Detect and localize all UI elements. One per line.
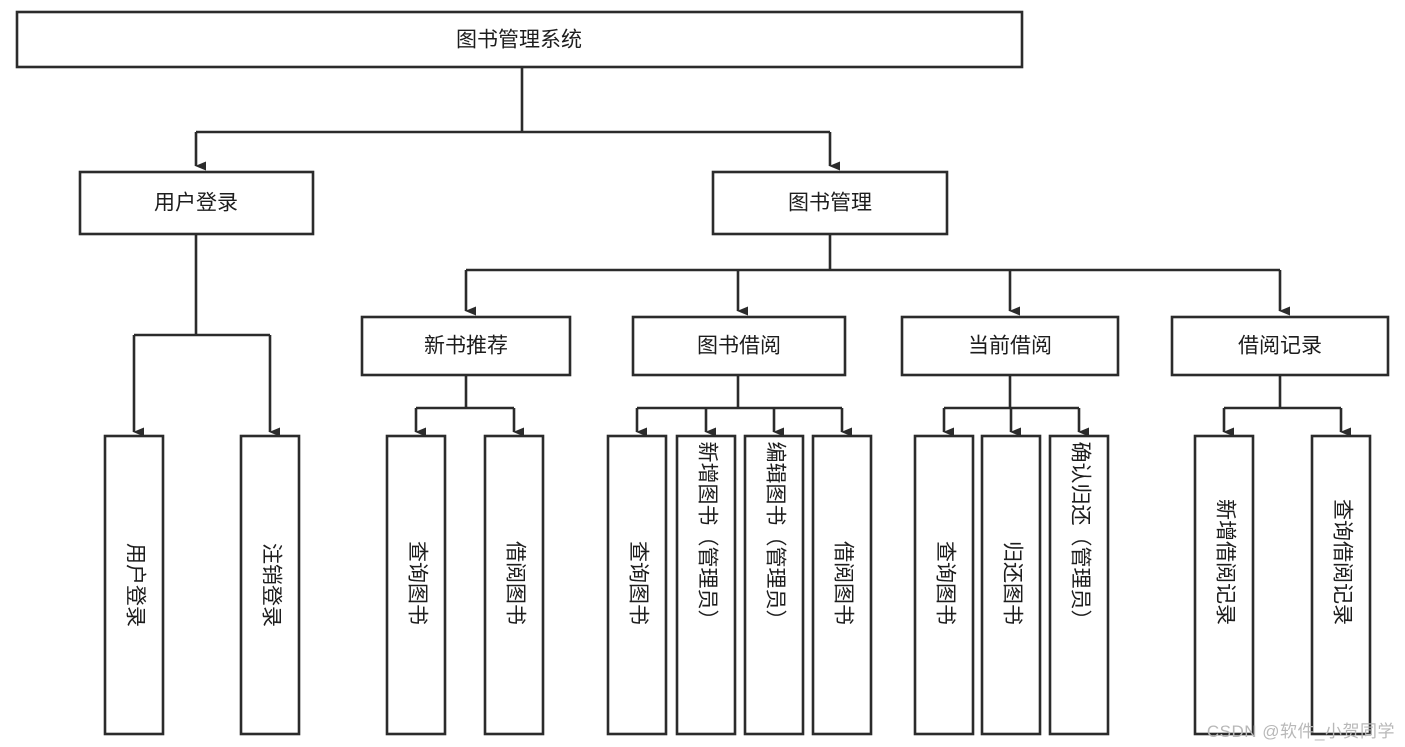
node-leaf-query-record[interactable]: 查询借阅记录: [1310, 434, 1372, 736]
node-current-borrow[interactable]: 当前借阅: [900, 315, 1120, 377]
node-leaf-add-record-label: 新增借阅记录: [1213, 499, 1236, 625]
node-leaf-user-logout-label: 注销登录: [259, 543, 282, 627]
node-leaf-confirm-return[interactable]: 确认归还（管理员）: [1048, 434, 1110, 736]
node-book-manage[interactable]: 图书管理: [711, 170, 949, 236]
node-root-box[interactable]: [15, 10, 1024, 69]
node-user-login[interactable]: 用户登录: [78, 170, 315, 236]
node-current-borrow-box[interactable]: [900, 315, 1120, 377]
node-leaf-edit-book-label: 编辑图书（管理员）: [763, 442, 786, 631]
node-leaf-query-book-3-label: 查询图书: [933, 541, 956, 625]
node-book-manage-box[interactable]: [711, 170, 949, 236]
node-leaf-add-record[interactable]: 新增借阅记录: [1193, 434, 1255, 736]
node-user-login-box[interactable]: [78, 170, 315, 236]
node-leaf-borrow-book-2-label: 借阅图书: [831, 541, 854, 625]
node-leaf-confirm-return-box[interactable]: [1048, 434, 1110, 736]
node-new-book-recommend[interactable]: 新书推荐: [360, 315, 572, 377]
node-leaf-query-book-2[interactable]: 查询图书: [606, 434, 668, 736]
node-user-login-label: 用户登录: [154, 192, 238, 215]
node-book-borrow[interactable]: 图书借阅: [631, 315, 847, 377]
node-leaf-edit-book[interactable]: 编辑图书（管理员）: [743, 434, 805, 736]
node-leaf-borrow-book-1-box[interactable]: [483, 434, 545, 736]
node-book-manage-label: 图书管理: [788, 192, 872, 215]
edges-layer: [132, 67, 1352, 437]
node-leaf-query-book-3-box[interactable]: [913, 434, 975, 736]
node-leaf-add-book[interactable]: 新增图书（管理员）: [675, 434, 737, 736]
node-root[interactable]: 图书管理系统: [15, 10, 1024, 69]
node-borrow-record[interactable]: 借阅记录: [1170, 315, 1390, 377]
node-leaf-user-logout-box[interactable]: [239, 434, 301, 736]
node-leaf-user-logout[interactable]: 注销登录: [239, 434, 301, 736]
node-borrow-record-label: 借阅记录: [1238, 335, 1322, 358]
node-leaf-query-book-2-box[interactable]: [606, 434, 668, 736]
node-leaf-confirm-return-label: 确认归还（管理员）: [1068, 442, 1091, 631]
node-leaf-query-book-2-label: 查询图书: [626, 541, 649, 625]
node-leaf-borrow-book-1[interactable]: 借阅图书: [483, 434, 545, 736]
node-book-borrow-label: 图书借阅: [697, 335, 781, 358]
node-leaf-user-login-box[interactable]: [103, 434, 165, 736]
node-leaf-borrow-book-2-box[interactable]: [811, 434, 873, 736]
node-leaf-user-login-label: 用户登录: [123, 543, 146, 627]
node-leaf-query-book-3[interactable]: 查询图书: [913, 434, 975, 736]
node-leaf-return-book-box[interactable]: [980, 434, 1042, 736]
node-borrow-record-box[interactable]: [1170, 315, 1390, 377]
node-leaf-query-book-1[interactable]: 查询图书: [385, 434, 447, 736]
node-current-borrow-label: 当前借阅: [968, 335, 1052, 358]
node-leaf-query-record-box[interactable]: [1310, 434, 1372, 736]
node-leaf-user-login[interactable]: 用户登录: [103, 434, 165, 736]
csdn-watermark: CSDN @软件_小贺同学: [1206, 722, 1395, 741]
node-leaf-query-book-1-label: 查询图书: [405, 541, 428, 625]
node-leaf-add-book-box[interactable]: [675, 434, 737, 736]
node-new-book-recommend-box[interactable]: [360, 315, 572, 377]
node-leaf-borrow-book-1-label: 借阅图书: [503, 541, 526, 625]
node-leaf-return-book[interactable]: 归还图书: [980, 434, 1042, 736]
node-root-label: 图书管理系统: [456, 29, 582, 52]
node-leaf-query-record-label: 查询借阅记录: [1330, 499, 1353, 625]
node-leaf-return-book-label: 归还图书: [1000, 541, 1023, 625]
node-leaf-borrow-book-2[interactable]: 借阅图书: [811, 434, 873, 736]
node-leaf-add-book-label: 新增图书（管理员）: [695, 442, 718, 631]
node-leaf-add-record-box[interactable]: [1193, 434, 1255, 736]
node-leaf-edit-book-box[interactable]: [743, 434, 805, 736]
node-book-borrow-box[interactable]: [631, 315, 847, 377]
node-new-book-recommend-label: 新书推荐: [424, 335, 508, 358]
node-leaf-query-book-1-box[interactable]: [385, 434, 447, 736]
